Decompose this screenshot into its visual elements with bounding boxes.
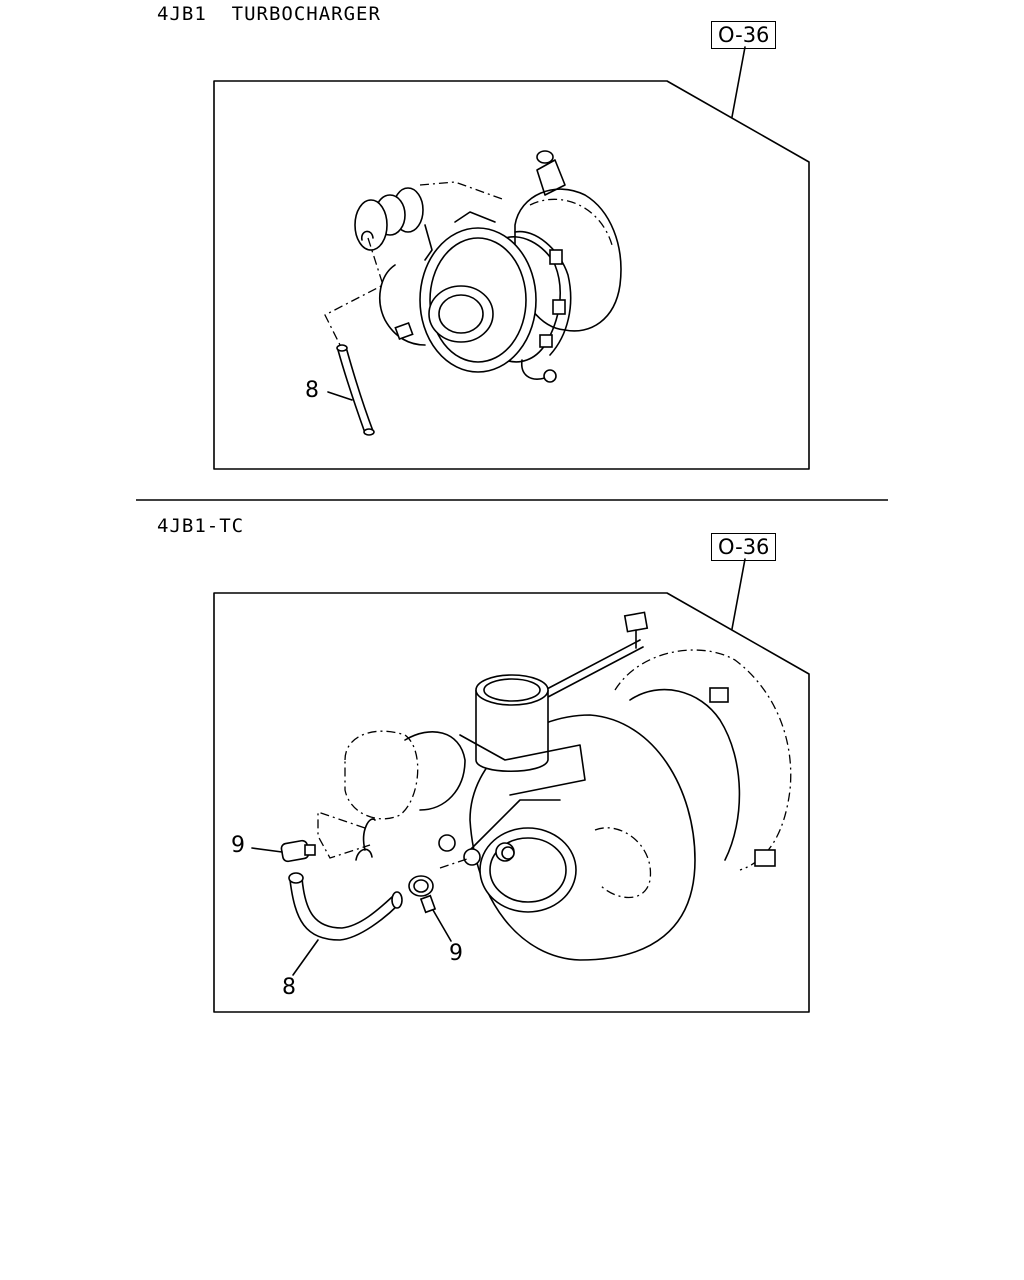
clip-part-9-left[interactable] (251, 839, 316, 863)
callout-part-8-top[interactable]: 8 (305, 378, 319, 403)
section-title-turbocharger: 4JB1 TURBOCHARGER (157, 3, 381, 25)
vacuum-hose-part-8-bottom[interactable] (288, 872, 403, 976)
reference-box-section-2[interactable]: O-36 (711, 533, 777, 561)
turbocharger-assembly-bottom (317, 611, 792, 961)
clip-part-9-right[interactable] (408, 875, 452, 942)
callout-part-8-bottom[interactable]: 8 (282, 975, 296, 1000)
callout-part-9-right[interactable]: 9 (449, 941, 463, 966)
callout-part-9-left[interactable]: 9 (231, 833, 245, 858)
section-1-frame (213, 46, 810, 470)
turbocharger-assembly-top (324, 150, 622, 383)
section-2-frame (213, 558, 810, 1013)
section-title-4jb1-tc: 4JB1-TC (157, 515, 245, 537)
vacuum-hose-part-8-top[interactable] (327, 344, 375, 436)
reference-box-section-1[interactable]: O-36 (711, 21, 777, 49)
